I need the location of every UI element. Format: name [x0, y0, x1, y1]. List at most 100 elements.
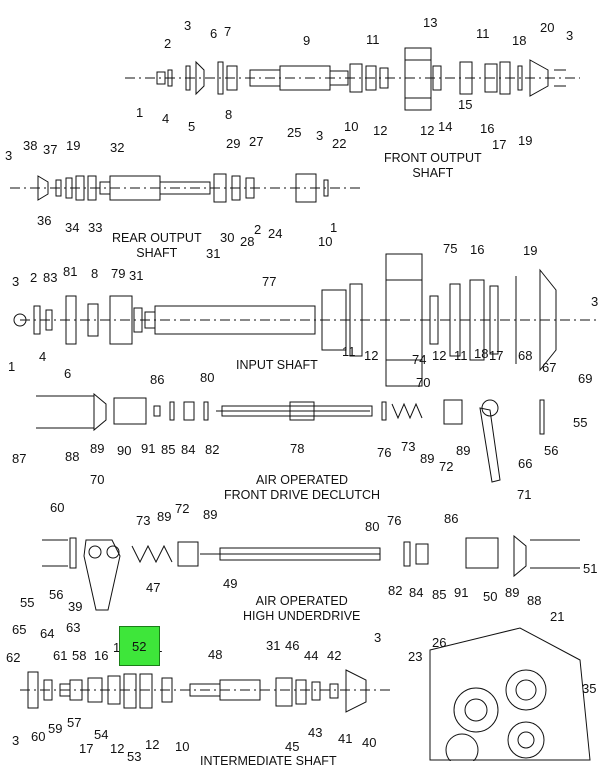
- svg-text:82: 82: [205, 442, 219, 457]
- svg-text:60: 60: [50, 500, 64, 515]
- svg-text:65: 65: [12, 622, 26, 637]
- svg-text:11: 11: [366, 32, 380, 47]
- svg-text:31: 31: [206, 246, 220, 261]
- svg-text:87: 87: [12, 451, 26, 466]
- svg-text:3: 3: [316, 128, 323, 143]
- svg-text:19: 19: [523, 243, 537, 258]
- svg-text:22: 22: [332, 136, 346, 151]
- svg-text:10: 10: [344, 119, 358, 134]
- svg-text:64: 64: [40, 626, 54, 641]
- svg-text:3: 3: [184, 18, 191, 33]
- svg-text:2: 2: [30, 270, 37, 285]
- svg-text:39: 39: [68, 599, 82, 614]
- svg-text:42: 42: [327, 648, 341, 663]
- svg-text:82: 82: [388, 583, 402, 598]
- svg-text:5: 5: [188, 119, 195, 134]
- svg-text:86: 86: [444, 511, 458, 526]
- svg-text:51: 51: [583, 561, 597, 576]
- svg-text:30: 30: [220, 230, 234, 245]
- front-output-shaft-label: FRONT OUTPUT SHAFT: [384, 151, 482, 180]
- svg-text:16: 16: [470, 242, 484, 257]
- high-underdrive-label: AIR OPERATED HIGH UNDERDRIVE: [243, 594, 361, 623]
- svg-text:89: 89: [90, 441, 104, 456]
- svg-text:73: 73: [401, 439, 415, 454]
- svg-text:31: 31: [129, 268, 143, 283]
- highlight-label: 52: [132, 639, 147, 654]
- svg-text:31: 31: [266, 638, 280, 653]
- svg-text:6: 6: [210, 26, 217, 41]
- svg-text:81: 81: [63, 264, 77, 279]
- svg-text:56: 56: [544, 443, 558, 458]
- svg-text:69: 69: [578, 371, 592, 386]
- svg-text:3: 3: [5, 148, 12, 163]
- svg-text:59: 59: [48, 721, 62, 736]
- svg-text:1: 1: [136, 105, 143, 120]
- svg-text:17: 17: [489, 348, 503, 363]
- svg-text:88: 88: [527, 593, 541, 608]
- svg-text:67: 67: [542, 360, 556, 375]
- svg-text:53: 53: [127, 749, 141, 761]
- svg-text:14: 14: [438, 119, 452, 134]
- svg-text:84: 84: [409, 585, 423, 600]
- svg-text:45: 45: [285, 739, 299, 754]
- svg-text:78: 78: [290, 441, 304, 456]
- svg-text:15: 15: [458, 97, 472, 112]
- svg-text:76: 76: [377, 445, 391, 460]
- svg-text:3: 3: [12, 733, 19, 748]
- svg-text:66: 66: [518, 456, 532, 471]
- svg-text:49: 49: [223, 576, 237, 591]
- svg-text:43: 43: [308, 725, 322, 740]
- svg-text:10: 10: [318, 234, 332, 249]
- svg-text:6: 6: [64, 366, 71, 381]
- svg-text:12: 12: [373, 123, 387, 138]
- svg-text:40: 40: [362, 735, 376, 750]
- svg-text:18: 18: [474, 346, 488, 361]
- svg-text:19: 19: [66, 138, 80, 153]
- svg-text:44: 44: [304, 648, 318, 663]
- svg-text:68: 68: [518, 348, 532, 363]
- svg-text:3: 3: [374, 630, 381, 645]
- svg-text:29: 29: [226, 136, 240, 151]
- svg-text:4: 4: [162, 111, 169, 126]
- svg-text:37: 37: [43, 142, 57, 157]
- svg-text:60: 60: [31, 729, 45, 744]
- svg-text:91: 91: [141, 441, 155, 456]
- input-shaft-label: INPUT SHAFT: [236, 358, 318, 372]
- svg-text:74: 74: [412, 352, 426, 367]
- svg-text:1: 1: [8, 359, 15, 374]
- svg-text:56: 56: [49, 587, 63, 602]
- svg-text:13: 13: [423, 15, 437, 30]
- svg-text:25: 25: [287, 125, 301, 140]
- svg-text:24: 24: [268, 226, 282, 241]
- svg-text:54: 54: [94, 727, 108, 742]
- svg-text:63: 63: [66, 620, 80, 635]
- rear-output-shaft-label: REAR OUTPUT SHAFT: [112, 231, 202, 260]
- svg-text:26: 26: [432, 635, 446, 650]
- svg-text:77: 77: [262, 274, 276, 289]
- svg-text:2: 2: [254, 222, 261, 237]
- svg-text:12: 12: [145, 737, 159, 752]
- svg-text:90: 90: [117, 443, 131, 458]
- svg-text:11: 11: [454, 348, 468, 363]
- svg-text:89: 89: [420, 451, 434, 466]
- svg-text:18: 18: [512, 33, 526, 48]
- svg-text:3: 3: [12, 274, 19, 289]
- svg-text:76: 76: [387, 513, 401, 528]
- svg-text:80: 80: [365, 519, 379, 534]
- svg-text:17: 17: [492, 137, 506, 152]
- svg-text:19: 19: [518, 133, 532, 148]
- svg-text:72: 72: [175, 501, 189, 516]
- svg-text:50: 50: [483, 589, 497, 604]
- svg-text:62: 62: [6, 650, 20, 665]
- svg-text:55: 55: [573, 415, 587, 430]
- svg-text:12: 12: [364, 348, 378, 363]
- svg-text:8: 8: [91, 266, 98, 281]
- svg-text:32: 32: [110, 140, 124, 155]
- highlighted-part-52[interactable]: 52: [119, 626, 160, 666]
- svg-text:1: 1: [330, 220, 337, 235]
- svg-text:89: 89: [203, 507, 217, 522]
- svg-text:11: 11: [342, 344, 356, 359]
- svg-text:3: 3: [566, 28, 573, 43]
- svg-text:41: 41: [338, 731, 352, 746]
